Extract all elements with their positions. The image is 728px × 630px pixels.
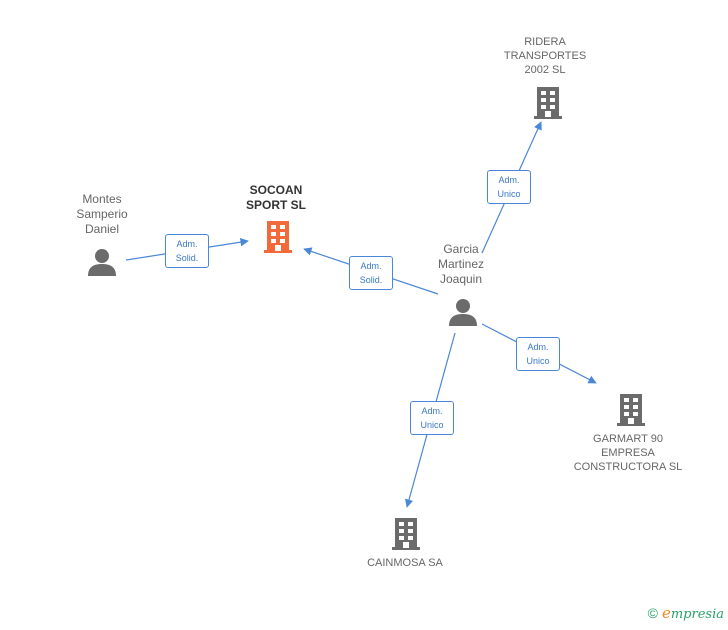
node-label-socoan[interactable]: SOCOAN SPORT SL [245,183,306,212]
brand-name: empresia [661,604,724,622]
edge-label-garcia-garmart[interactable]: Adm. Unico [516,337,560,371]
building-icon-socoan[interactable] [263,219,293,253]
building-icon-ridera[interactable] [533,85,563,119]
node-label-montes[interactable]: Montes Samperio Daniel [76,192,128,236]
brand-logo: © empresia [648,604,724,622]
edge-label-garcia-socoan[interactable]: Adm. Solid. [349,256,393,290]
edge-label-garcia-ridera[interactable]: Adm. Unico [487,170,531,204]
copyright-icon: © [647,605,658,621]
person-icon-garcia[interactable] [448,297,478,327]
building-icon-cainmosa[interactable] [391,516,421,550]
edge-label-garcia-cainmosa[interactable]: Adm. Unico [410,401,454,435]
node-label-garcia[interactable]: Garcia Martinez Joaquin [437,242,484,286]
node-label-garmart[interactable]: GARMART 90 EMPRESA CONSTRUCTORA SL [573,433,683,473]
person-icon-montes[interactable] [87,247,117,277]
edge-label-montes-socoan[interactable]: Adm. Solid. [165,234,209,268]
node-label-ridera[interactable]: RIDERA TRANSPORTES 2002 SL [503,36,587,76]
node-label-cainmosa[interactable]: CAINMOSA SA [367,557,443,569]
building-icon-garmart[interactable] [616,392,646,426]
